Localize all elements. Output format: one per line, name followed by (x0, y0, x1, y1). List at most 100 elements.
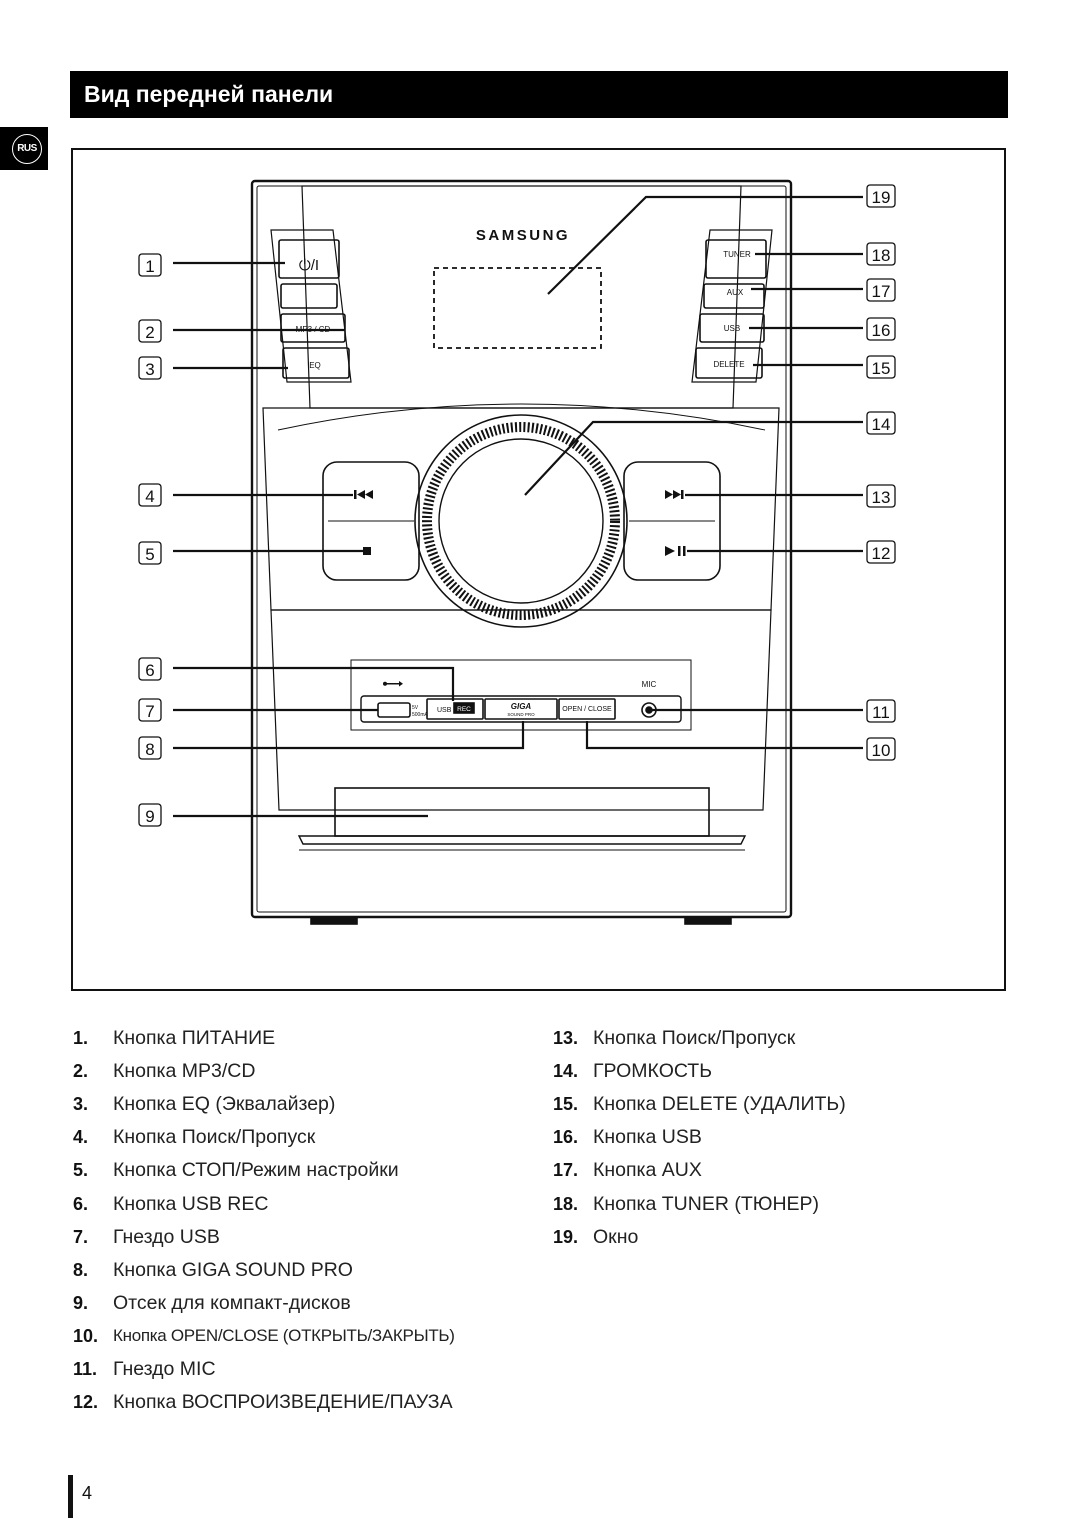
leader-8 (173, 721, 525, 750)
svg-text:17: 17 (872, 282, 891, 301)
legend-item: 15.Кнопка DELETE (УДАЛИТЬ) (553, 1093, 846, 1116)
mp3cd-button (280, 313, 346, 343)
legend-item: 4.Кнопка Поиск/Пропуск (73, 1126, 316, 1149)
rec-badge (453, 702, 475, 714)
legend-item: 9.Отсек для компакт-дисков (73, 1291, 351, 1314)
usb-spec-2: 500mA (412, 712, 429, 718)
power-label: ⏻/I (299, 257, 319, 274)
svg-text:8: 8 (145, 740, 154, 759)
callout-9: 9 (138, 803, 162, 827)
tray-lip (297, 835, 747, 845)
volume-knob-ring (422, 422, 620, 620)
front-panel-illustration: SAMSUNG ⏻/I MP3 / CD EQ TUNER AUX USB DE… (138, 179, 896, 925)
legend-item: 1.Кнопка ПИТАНИЕ (73, 1027, 276, 1050)
callout-10: 10 (866, 737, 896, 761)
giga-sub-label: SOUND PRO (507, 712, 535, 717)
legend-item: 18.Кнопка TUNER (ТЮНЕР) (553, 1192, 820, 1215)
eq-button (282, 347, 350, 379)
svg-text:9: 9 (145, 807, 154, 826)
mic-label: MIC (642, 680, 657, 689)
skip-forward-icon (665, 490, 684, 499)
giga-button (484, 698, 558, 720)
callout-1: 1 (138, 253, 162, 277)
volume-knob-outer (414, 414, 628, 628)
svg-text:19: 19 (872, 188, 891, 207)
svg-text:10: 10 (872, 741, 891, 760)
legend-left-column: 1.Кнопка ПИТАНИЕ 2.Кнопка MP3/CD 3.Кнопк… (73, 1022, 455, 1419)
callout-12: 12 (866, 540, 896, 564)
svg-text:3: 3 (145, 360, 154, 379)
svg-text:16: 16 (872, 321, 891, 340)
legend-item: 5.Кнопка СТОП/Режим настройки (73, 1159, 399, 1182)
right-column (691, 229, 773, 383)
callout-19: 19 (866, 184, 896, 208)
svg-text:1: 1 (145, 257, 154, 276)
section-title-bar: Вид передней панели (70, 71, 1008, 118)
right-transport (623, 461, 721, 581)
leader-19 (547, 195, 863, 295)
giga-label: GIGA (511, 702, 532, 711)
legend-item: 14.ГРОМКОСТЬ (553, 1060, 712, 1083)
open-close-label: OPEN / CLOSE (562, 706, 612, 713)
usb-rec-button (426, 698, 484, 720)
volume-knob-inner (438, 438, 604, 604)
svg-text:15: 15 (872, 359, 891, 378)
legend-item: 3.Кнопка EQ (Эквалайзер) (73, 1093, 336, 1116)
rec-label: REC (457, 706, 471, 713)
legend-item: 8.Кнопка GIGA SOUND PRO (73, 1258, 353, 1281)
leader-6 (173, 666, 455, 701)
svg-text:6: 6 (145, 661, 154, 680)
eq-label: EQ (309, 361, 321, 370)
legend-item: 19.Окно (553, 1225, 639, 1248)
front-panel-diagram: SAMSUNG ⏻/I MP3 / CD EQ TUNER AUX USB DE… (71, 148, 1006, 991)
power-button (278, 239, 340, 279)
legend-item: 11.Гнездо MIC (73, 1357, 216, 1380)
legend-item: 12.Кнопка ВОСПРОИЗВЕДЕНИЕ/ПАУЗА (73, 1391, 453, 1414)
legend-item: 7.Гнездо USB (73, 1225, 220, 1248)
legend-right-column: 13.Кнопка Поиск/Пропуск 14.ГРОМКОСТЬ 15.… (553, 1022, 846, 1254)
legend-item: 10.Кнопка OPEN/CLOSE (ОТКРЫТЬ/ЗАКРЫТЬ) (73, 1325, 455, 1346)
callout-8: 8 (138, 736, 162, 760)
foot-left (310, 916, 358, 925)
svg-text:13: 13 (872, 488, 891, 507)
lower-panel (270, 609, 772, 811)
top-panel (301, 185, 742, 409)
svg-text:12: 12 (872, 544, 891, 563)
callout-7: 7 (138, 698, 162, 722)
callout-14: 14 (866, 411, 896, 435)
cabinet-outline (250, 179, 793, 919)
callout-17: 17 (866, 278, 896, 302)
callout-2: 2 (138, 319, 162, 343)
left-transport (322, 461, 420, 581)
control-strip-frame (350, 659, 692, 731)
open-close-button (558, 698, 616, 720)
callout-16: 16 (866, 317, 896, 341)
legend-item: 2.Кнопка MP3/CD (73, 1060, 256, 1083)
usb-spec-1: 5V (412, 705, 419, 711)
play-pause-icon (665, 546, 686, 556)
callout-6: 6 (138, 657, 162, 681)
mid-arc (277, 403, 766, 431)
usb-label: USB (724, 324, 740, 333)
delete-label: DELETE (713, 360, 744, 369)
svg-text:2: 2 (145, 323, 154, 342)
svg-text:11: 11 (872, 703, 890, 722)
brand-logo: SAMSUNG (476, 227, 570, 244)
aux-button (703, 283, 765, 309)
svg-text:18: 18 (872, 246, 891, 265)
foot-right (684, 916, 732, 925)
leader-14 (524, 420, 863, 496)
blank-button (280, 283, 338, 309)
callout-15: 15 (866, 355, 896, 379)
legend-item: 13.Кнопка Поиск/Пропуск (553, 1027, 796, 1050)
callout-3: 3 (138, 356, 162, 380)
legend-item: 6.Кнопка USB REC (73, 1192, 269, 1215)
display-window (433, 267, 602, 349)
tuner-label: TUNER (723, 250, 751, 259)
tuner-button (705, 239, 767, 279)
callout-11: 11 (866, 699, 896, 723)
skip-back-icon (354, 490, 373, 499)
callout-4: 4 (138, 483, 162, 507)
page-marker (68, 1475, 73, 1518)
delete-button (695, 347, 763, 379)
